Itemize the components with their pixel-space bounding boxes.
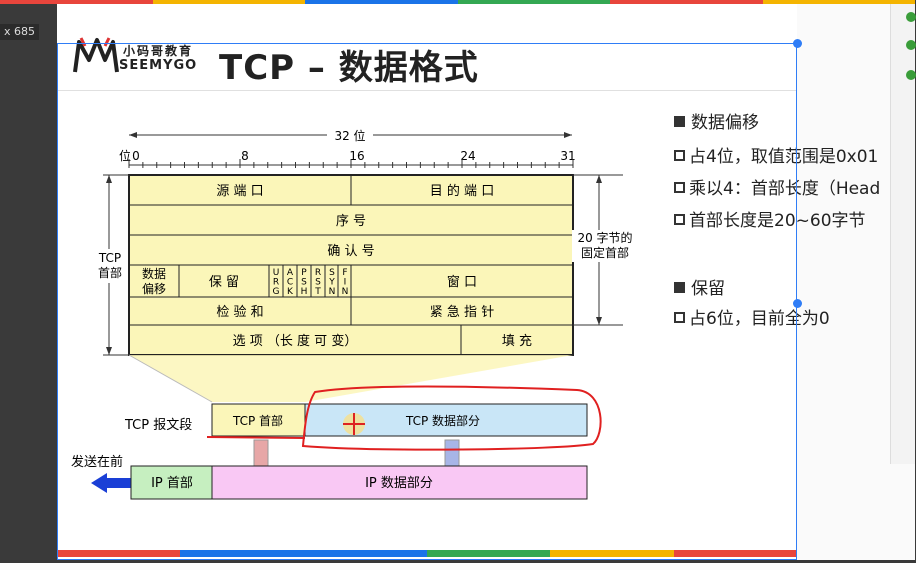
header-divider bbox=[57, 90, 797, 91]
tcp-header-part bbox=[211, 403, 306, 437]
open-square-icon bbox=[674, 213, 685, 225]
top-color-strip bbox=[0, 0, 915, 4]
bullet-text: 首部长度是20~60字节 bbox=[689, 211, 866, 231]
bullet-text: 数据偏移 bbox=[691, 113, 759, 133]
field-padding: 填 充 bbox=[502, 333, 532, 349]
logo-mark-icon bbox=[73, 37, 119, 73]
open-square-icon bbox=[674, 311, 685, 323]
bullet-item: 占6位，目前全为0 bbox=[674, 304, 830, 329]
status-dot bbox=[906, 12, 916, 22]
filled-square-icon bbox=[674, 281, 685, 293]
slide-bottom-strip bbox=[57, 550, 797, 557]
bullet-text: 保留 bbox=[691, 279, 725, 299]
tcp-header-side-label: TCP bbox=[98, 251, 121, 265]
ip-data-label: IP 数据部分 bbox=[365, 476, 433, 491]
dimension-label: x 685 bbox=[0, 24, 40, 40]
tcp-header-part-label: TCP 首部 bbox=[232, 413, 283, 428]
width-arrow: 32 位 bbox=[129, 128, 572, 143]
segment-label: TCP 报文段 bbox=[124, 418, 192, 433]
field-data-offset: 数据 bbox=[142, 266, 166, 281]
bullet-text: 占4位，取值范围是0x01 bbox=[689, 147, 879, 167]
field-seq: 序 号 bbox=[336, 214, 366, 229]
side-panel-strip bbox=[890, 4, 915, 464]
bullet-item: 占4位，取值范围是0x01 bbox=[674, 142, 878, 167]
ip-header-label: IP 首部 bbox=[151, 476, 193, 491]
field-window: 窗 口 bbox=[447, 274, 477, 290]
open-square-icon bbox=[674, 181, 685, 193]
annotation-underline bbox=[206, 436, 306, 439]
slide: 小码哥教育 SEEMYGO TCP – 数据格式 32 位 位 0 8 16 2… bbox=[57, 4, 880, 560]
tcp-data-part-label: TCP 数据部分 bbox=[405, 413, 480, 428]
slide-title: TCP – 数据格式 bbox=[219, 48, 479, 88]
bullet-item: 乘以4：首部长度（Head bbox=[674, 174, 880, 199]
width-label: 32 位 bbox=[334, 128, 365, 143]
logo: 小码哥教育 SEEMYGO bbox=[71, 34, 199, 76]
tcp-format-diagram: 32 位 位 0 8 16 24 31 源 端 口 bbox=[71, 128, 638, 500]
tcp-header-side-label: 首部 bbox=[98, 265, 122, 280]
fixed-header-label: 固定首部 bbox=[581, 245, 629, 260]
filled-square-icon bbox=[674, 115, 685, 127]
bit-tick-label: 31 bbox=[560, 149, 575, 163]
open-square-icon bbox=[674, 149, 685, 161]
field-ack: 确 认 号 bbox=[327, 244, 374, 259]
bullet-item: 数据偏移 bbox=[674, 108, 759, 133]
status-dot bbox=[906, 70, 916, 80]
side-panel bbox=[797, 4, 915, 560]
field-options: 选 项 （长 度 可 变） bbox=[233, 333, 358, 349]
resize-handle[interactable] bbox=[793, 39, 802, 48]
fixed-header-bracket: 20 字节的 固定首部 bbox=[572, 174, 638, 326]
header-expansion-funnel bbox=[129, 355, 573, 402]
annotation-circle bbox=[301, 385, 602, 451]
field-urgent-pointer: 紧 急 指 针 bbox=[430, 305, 494, 320]
bullet-text: 乘以4：首部长度（Head bbox=[689, 179, 881, 199]
field-dst-port: 目 的 端 口 bbox=[430, 183, 494, 199]
tcp-header-bracket: TCP 首部 bbox=[93, 174, 129, 356]
bit-tick-label: 24 bbox=[460, 149, 475, 163]
logo-text-en: SEEMYGO bbox=[119, 58, 198, 73]
field-src-port: 源 端 口 bbox=[216, 184, 263, 199]
send-direction-arrow bbox=[91, 473, 131, 493]
bullet-item: 首部长度是20~60字节 bbox=[674, 206, 866, 231]
fixed-header-label: 20 字节的 bbox=[577, 230, 632, 245]
field-checksum: 检 验 和 bbox=[216, 304, 263, 320]
bit-tick-label: 16 bbox=[349, 149, 364, 163]
field-data-offset: 偏移 bbox=[142, 281, 166, 296]
send-first-label: 发送在前 bbox=[71, 454, 123, 470]
status-dot bbox=[906, 40, 916, 50]
bit-ruler-ticks bbox=[128, 159, 574, 168]
field-reserved: 保 留 bbox=[209, 275, 239, 290]
resize-handle[interactable] bbox=[793, 299, 802, 308]
cursor-crosshair-icon bbox=[343, 413, 365, 435]
logo-text-cn: 小码哥教育 bbox=[123, 44, 194, 58]
bit-tick-label: 8 bbox=[241, 149, 249, 163]
bit-tick-label: 0 bbox=[132, 149, 140, 163]
bit-label: 位 bbox=[119, 148, 131, 163]
bullet-item: 保留 bbox=[674, 274, 725, 299]
ip-data-part bbox=[211, 465, 588, 500]
bullet-text: 占6位，目前全为0 bbox=[689, 309, 830, 329]
